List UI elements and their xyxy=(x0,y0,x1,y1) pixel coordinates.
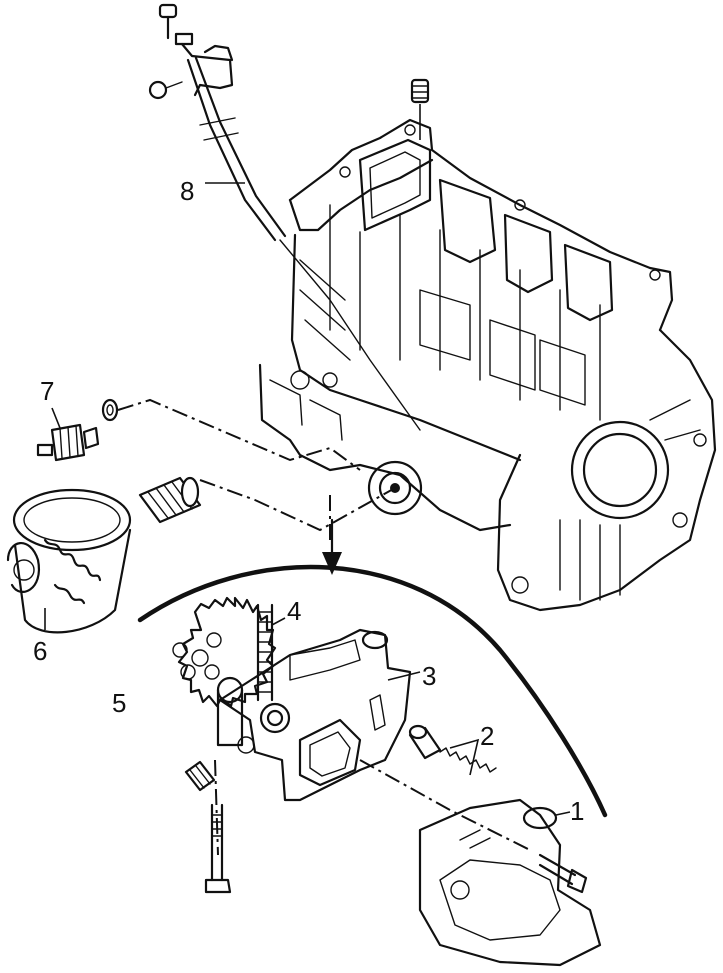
assembly-centre-lines xyxy=(117,398,531,856)
callout-2: 2 xyxy=(480,721,494,751)
strainer-bolt xyxy=(538,853,588,894)
pump-drive-sprocket xyxy=(172,596,277,708)
callout-6: 6 xyxy=(33,636,47,666)
oil-pump-body xyxy=(216,628,421,802)
pump-mounting-bolt xyxy=(204,803,232,894)
engine-block xyxy=(258,78,717,612)
callout-7: 7 xyxy=(40,376,54,406)
callout-1: 1 xyxy=(570,796,584,826)
oil-strainer-pickup xyxy=(418,798,602,967)
pump-fitting-nut xyxy=(184,760,216,792)
oil-pressure-switch xyxy=(36,398,119,462)
oil-filter xyxy=(6,488,132,634)
callout-8: 8 xyxy=(180,176,194,206)
relief-valve-plunger-spring xyxy=(408,724,497,776)
filter-adapter-nipple xyxy=(138,476,202,524)
detail-section-arc xyxy=(137,518,608,818)
callout-3: 3 xyxy=(422,661,436,691)
callout-5: 5 xyxy=(112,688,126,718)
callout-4: 4 xyxy=(287,596,301,626)
dipstick-assembly xyxy=(148,3,421,431)
